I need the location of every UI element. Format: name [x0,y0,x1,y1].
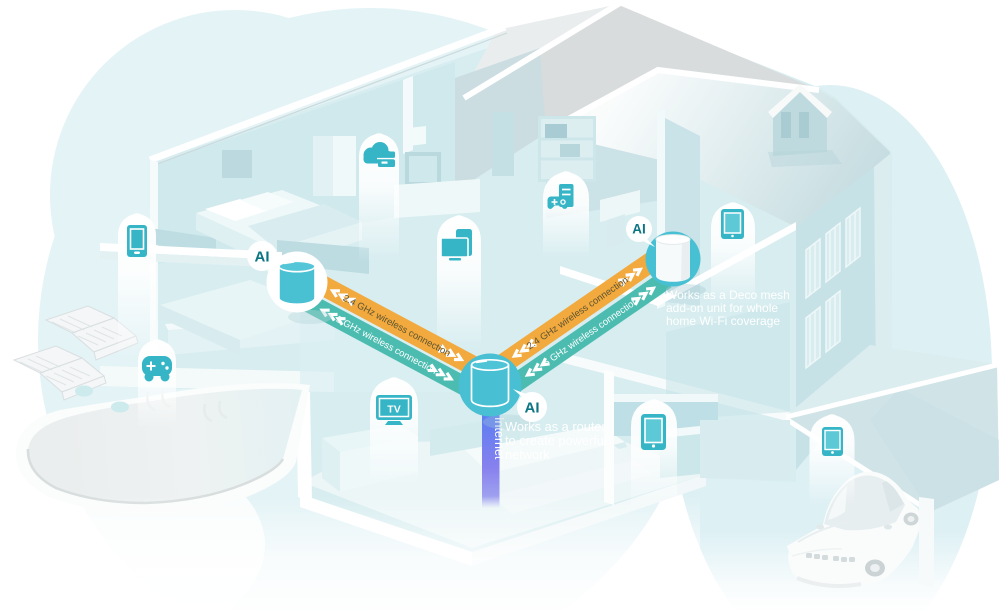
svg-text:network: network [505,447,550,462]
svg-text:TV: TV [387,404,400,416]
svg-text:Works as a Deco mesh: Works as a Deco mesh [666,288,790,302]
svg-text:AI: AI [632,222,646,237]
svg-text:home Wi-Fi coverage: home Wi-Fi coverage [666,314,780,328]
svg-text:to create powerful: to create powerful [505,433,607,448]
svg-text:add-on unit for whole: add-on unit for whole [666,301,778,315]
svg-text:Works as a router: Works as a router [505,419,606,434]
svg-text:AI: AI [525,400,540,417]
svg-text:Internet: Internet [492,417,506,460]
svg-text:AI: AI [255,249,270,266]
